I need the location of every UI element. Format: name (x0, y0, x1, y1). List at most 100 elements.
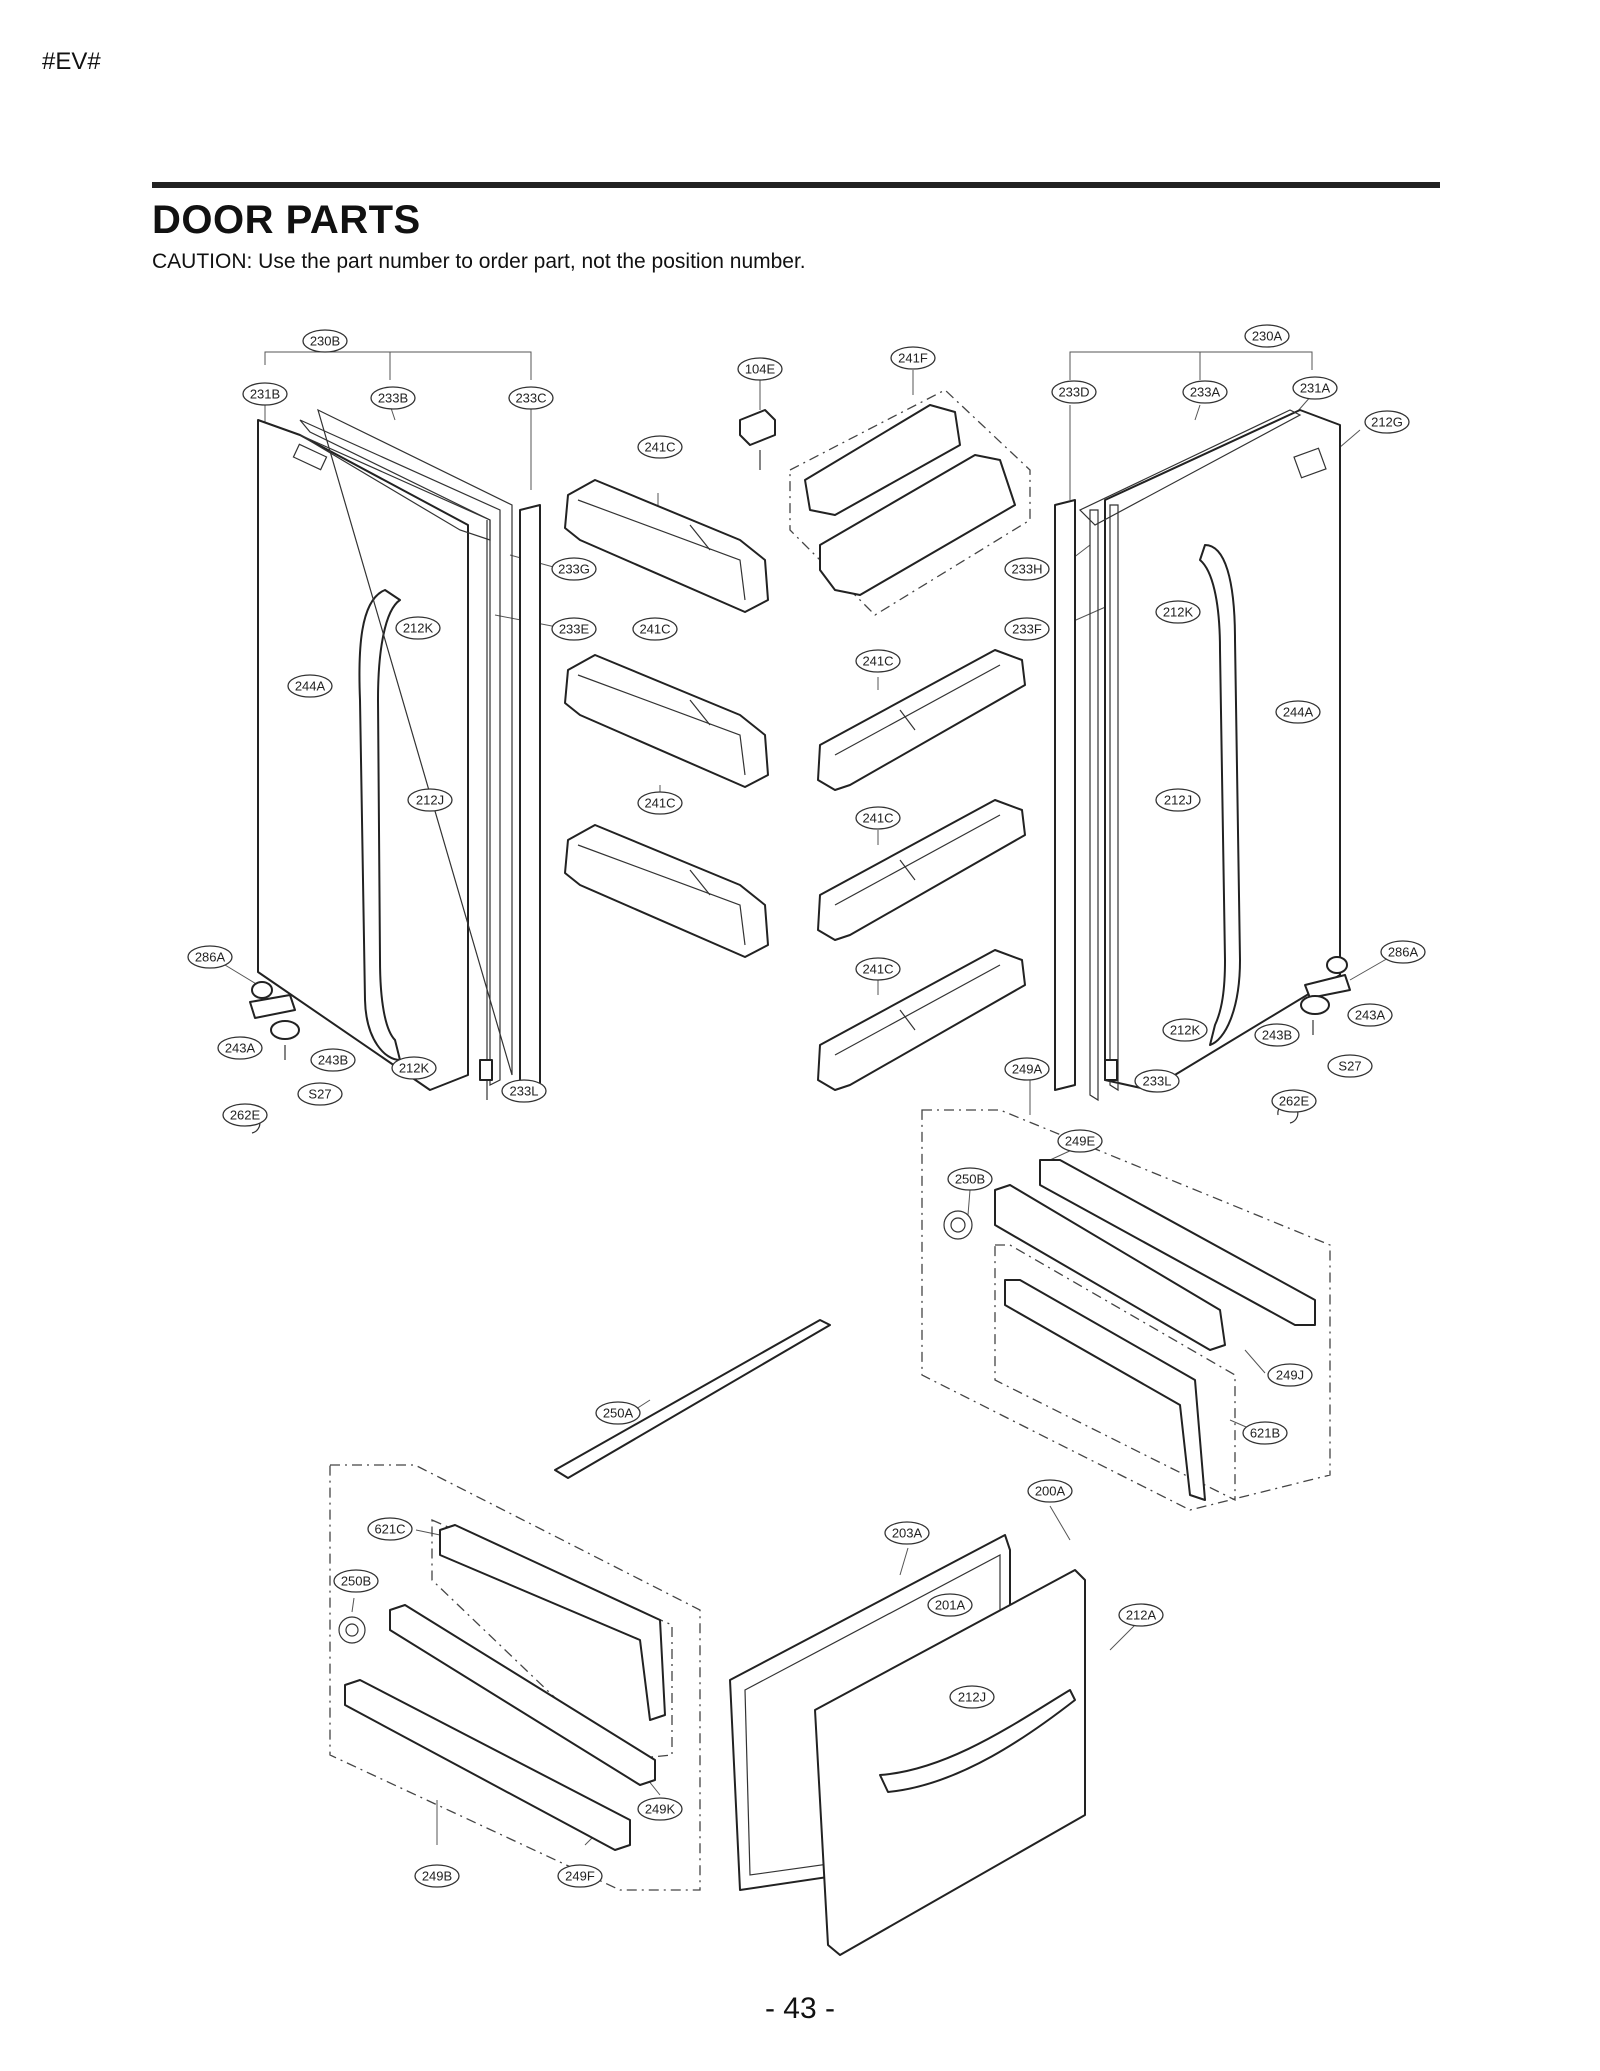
svg-text:212J: 212J (1164, 793, 1192, 808)
callout: 212K (1162, 1018, 1208, 1042)
divider-strip (554, 1319, 831, 1479)
svg-text:243A: 243A (1355, 1008, 1386, 1023)
svg-text:241C: 241C (862, 962, 893, 977)
right-door-gaskets (1054, 499, 1119, 1102)
svg-text:233D: 233D (1058, 385, 1089, 400)
callout: 231B (242, 382, 288, 406)
callout: 249J (1267, 1363, 1313, 1387)
callout-labels: 230B 231B 233B 233C 104E 241F 230A 233D … (187, 324, 1426, 1888)
svg-text:250A: 250A (603, 1406, 634, 1421)
svg-text:212G: 212G (1371, 415, 1403, 430)
callout: 233B (370, 386, 416, 410)
callout: 286A (1380, 940, 1426, 964)
door-bin-right-3 (817, 949, 1026, 1091)
svg-text:262E: 262E (1279, 1094, 1310, 1109)
svg-text:621B: 621B (1250, 1426, 1280, 1441)
callout: 249A (1004, 1057, 1050, 1081)
svg-text:S27: S27 (308, 1087, 331, 1102)
svg-text:250B: 250B (341, 1574, 371, 1589)
callout: 286A (187, 945, 233, 969)
callout: 233L (1134, 1069, 1180, 1093)
svg-text:249A: 249A (1012, 1062, 1043, 1077)
svg-text:230B: 230B (310, 334, 340, 349)
svg-text:233L: 233L (510, 1084, 539, 1099)
callout: 230B (302, 329, 348, 353)
callout: 233G (551, 557, 597, 581)
left-hinge-parts (239, 981, 493, 1134)
svg-text:243A: 243A (225, 1041, 256, 1056)
callout: 241C (855, 649, 901, 673)
svg-text:241C: 241C (644, 440, 675, 455)
drawer-rail-assembly-left (329, 1464, 701, 1891)
svg-text:200A: 200A (1035, 1484, 1066, 1499)
svg-text:233F: 233F (1012, 622, 1042, 637)
caution-note: CAUTION: Use the part number to order pa… (152, 250, 806, 273)
svg-text:233C: 233C (515, 391, 546, 406)
door-bin-right-1 (817, 649, 1026, 791)
callout: 249E (1057, 1129, 1103, 1153)
svg-text:286A: 286A (1388, 945, 1419, 960)
callout: 243B (310, 1048, 356, 1072)
svg-text:621C: 621C (374, 1522, 405, 1537)
svg-text:241F: 241F (898, 351, 928, 366)
callout: 212K (391, 1056, 437, 1080)
callout: 249F (557, 1864, 603, 1888)
door-bin-left-3 (564, 824, 769, 958)
callout: 212J (949, 1685, 995, 1709)
callout: 262E (1271, 1089, 1317, 1113)
svg-text:212K: 212K (403, 621, 434, 636)
svg-text:249K: 249K (645, 1802, 676, 1817)
callout: 233L (501, 1079, 547, 1103)
svg-text:231B: 231B (250, 387, 280, 402)
callout: 250A (595, 1401, 641, 1425)
page-tag: #EV# (42, 48, 101, 75)
svg-text:104E: 104E (745, 362, 776, 377)
callout: 249K (637, 1797, 683, 1821)
svg-text:S27: S27 (1338, 1059, 1361, 1074)
callout: 201A (927, 1593, 973, 1617)
callout: 241C (637, 435, 683, 459)
right-hinge-parts (1104, 956, 1351, 1124)
callout: S27 (297, 1082, 343, 1106)
svg-text:233H: 233H (1011, 562, 1042, 577)
svg-text:212A: 212A (1126, 1608, 1157, 1623)
svg-text:249F: 249F (565, 1869, 595, 1884)
callout: 241C (632, 617, 678, 641)
left-door (257, 419, 491, 1091)
svg-text:244A: 244A (1283, 705, 1314, 720)
callout: 233C (508, 386, 554, 410)
svg-text:212K: 212K (1163, 605, 1194, 620)
svg-text:212J: 212J (416, 793, 444, 808)
svg-text:262E: 262E (230, 1108, 261, 1123)
callout: 621C (367, 1517, 413, 1541)
svg-text:286A: 286A (195, 950, 226, 965)
callout: 241F (890, 346, 936, 370)
callout: S27 (1327, 1054, 1373, 1078)
callout: 241C (637, 791, 683, 815)
callout: 212J (1155, 788, 1201, 812)
callout: 233H (1004, 557, 1050, 581)
callout: 250B (947, 1167, 993, 1191)
callout: 233F (1004, 617, 1050, 641)
svg-text:231A: 231A (1300, 381, 1331, 396)
svg-text:233A: 233A (1190, 385, 1221, 400)
svg-text:241C: 241C (862, 811, 893, 826)
callout: 212A (1118, 1603, 1164, 1627)
right-door (1078, 409, 1341, 1091)
title-rule (152, 182, 1440, 188)
callout: 212G (1364, 410, 1410, 434)
callout: 243A (1347, 1003, 1393, 1027)
svg-text:233B: 233B (378, 391, 408, 406)
callout: 244A (1275, 700, 1321, 724)
callout: 244A (287, 674, 333, 698)
svg-text:249B: 249B (422, 1869, 452, 1884)
callout: 243A (217, 1036, 263, 1060)
svg-text:243B: 243B (318, 1053, 348, 1068)
callout: 249B (414, 1864, 460, 1888)
svg-text:241C: 241C (639, 622, 670, 637)
callout: 250B (333, 1569, 379, 1593)
callout: 241C (855, 957, 901, 981)
svg-text:233L: 233L (1143, 1074, 1172, 1089)
callout: 212K (1155, 600, 1201, 624)
callout: 104E (737, 357, 783, 381)
